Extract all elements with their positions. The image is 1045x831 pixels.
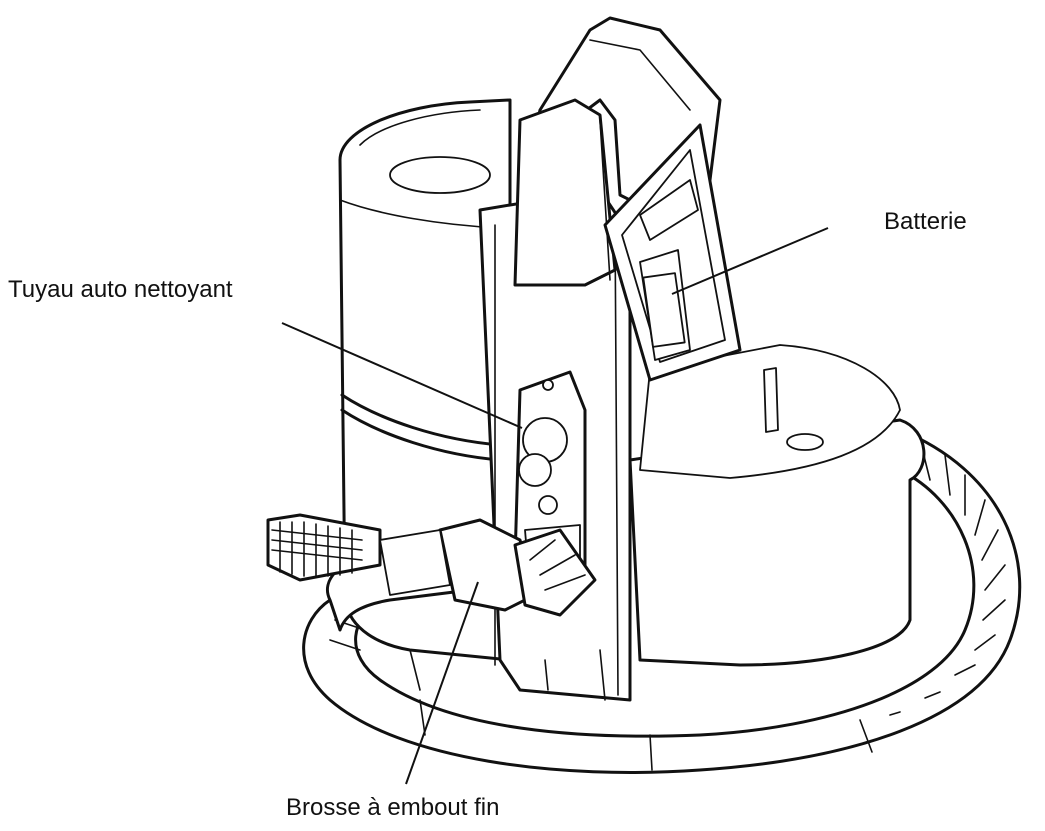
- right-tank: [628, 344, 926, 667]
- leader-line-tuyau: [281, 322, 523, 429]
- label-fine-tip-brush: Brosse à embout fin: [286, 794, 500, 821]
- hose: [302, 428, 1022, 774]
- label-self-cleaning-hose: Tuyau auto nettoyant: [8, 276, 233, 303]
- base: [409, 649, 606, 701]
- leader-line-brosse: [405, 581, 479, 785]
- leader-line-batterie: [671, 227, 829, 295]
- label-battery: Batterie: [884, 208, 967, 235]
- body-cylinder: [338, 98, 512, 662]
- brush-bristles: [271, 521, 363, 577]
- battery-compartment: [603, 123, 742, 382]
- battery-icon: [642, 272, 686, 348]
- brush-nozzle: [266, 513, 597, 632]
